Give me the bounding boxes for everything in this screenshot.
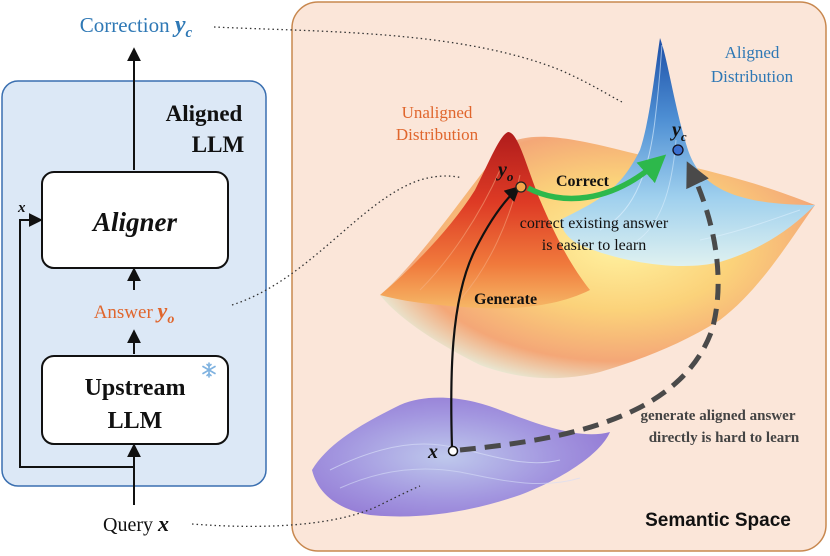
snowflake-icon	[202, 362, 216, 378]
semantic-space-panel: Unaligned Distribution Aligned Distribut…	[291, 1, 827, 552]
correction-connector	[213, 26, 623, 103]
yc-label: yc	[670, 119, 687, 144]
upstream-label-line1: Upstream	[85, 375, 186, 401]
aligner-box	[41, 171, 229, 269]
aligner-label: Aligner	[91, 207, 178, 237]
aligned-llm-panel: Aligned LLM x Aligner Upstream LLM	[1, 47, 267, 505]
answer-connector	[231, 175, 463, 306]
x-point-label: x	[427, 441, 438, 463]
aligned-llm-title-line1: Aligned	[166, 101, 243, 126]
upstream-llm-box	[41, 355, 229, 445]
query-surface	[312, 397, 610, 517]
query-connector	[191, 485, 421, 528]
generate-arrow	[450, 185, 521, 449]
x-point	[447, 445, 459, 457]
direct-generation-arrow	[459, 161, 721, 453]
correction-label: Correction yc	[80, 12, 193, 41]
correct-arrow	[526, 154, 667, 202]
hard-note-line2: directly is hard to learn	[649, 430, 800, 446]
query-skip-connection	[19, 213, 134, 468]
yc-point	[672, 144, 684, 156]
unaligned-peak	[380, 132, 590, 309]
correct-note-line1: correct existing answer	[520, 215, 669, 232]
generate-label: Generate	[474, 291, 537, 308]
unaligned-label-line1: Unaligned	[402, 103, 473, 122]
unaligned-label-line2: Distribution	[396, 125, 479, 144]
correct-note-line2: is easier to learn	[542, 237, 646, 254]
aligned-peak	[560, 38, 815, 266]
aligned-label-line1: Aligned	[725, 43, 780, 62]
yo-point	[515, 181, 527, 193]
dotted-connectors	[191, 26, 623, 528]
upstream-label-line2: LLM	[108, 408, 163, 434]
hard-note-line1: generate aligned answer	[641, 408, 796, 424]
answer-label: Answer yo	[94, 298, 175, 327]
aligned-llm-title-line2: LLM	[192, 132, 245, 157]
aligned-label-line2: Distribution	[711, 67, 794, 86]
semantic-space-label: Semantic Space	[645, 510, 791, 531]
correct-label: Correct	[556, 173, 610, 190]
yo-label: yo	[496, 159, 514, 184]
skip-x-label: x	[17, 200, 26, 216]
query-label: Query x	[103, 511, 169, 536]
